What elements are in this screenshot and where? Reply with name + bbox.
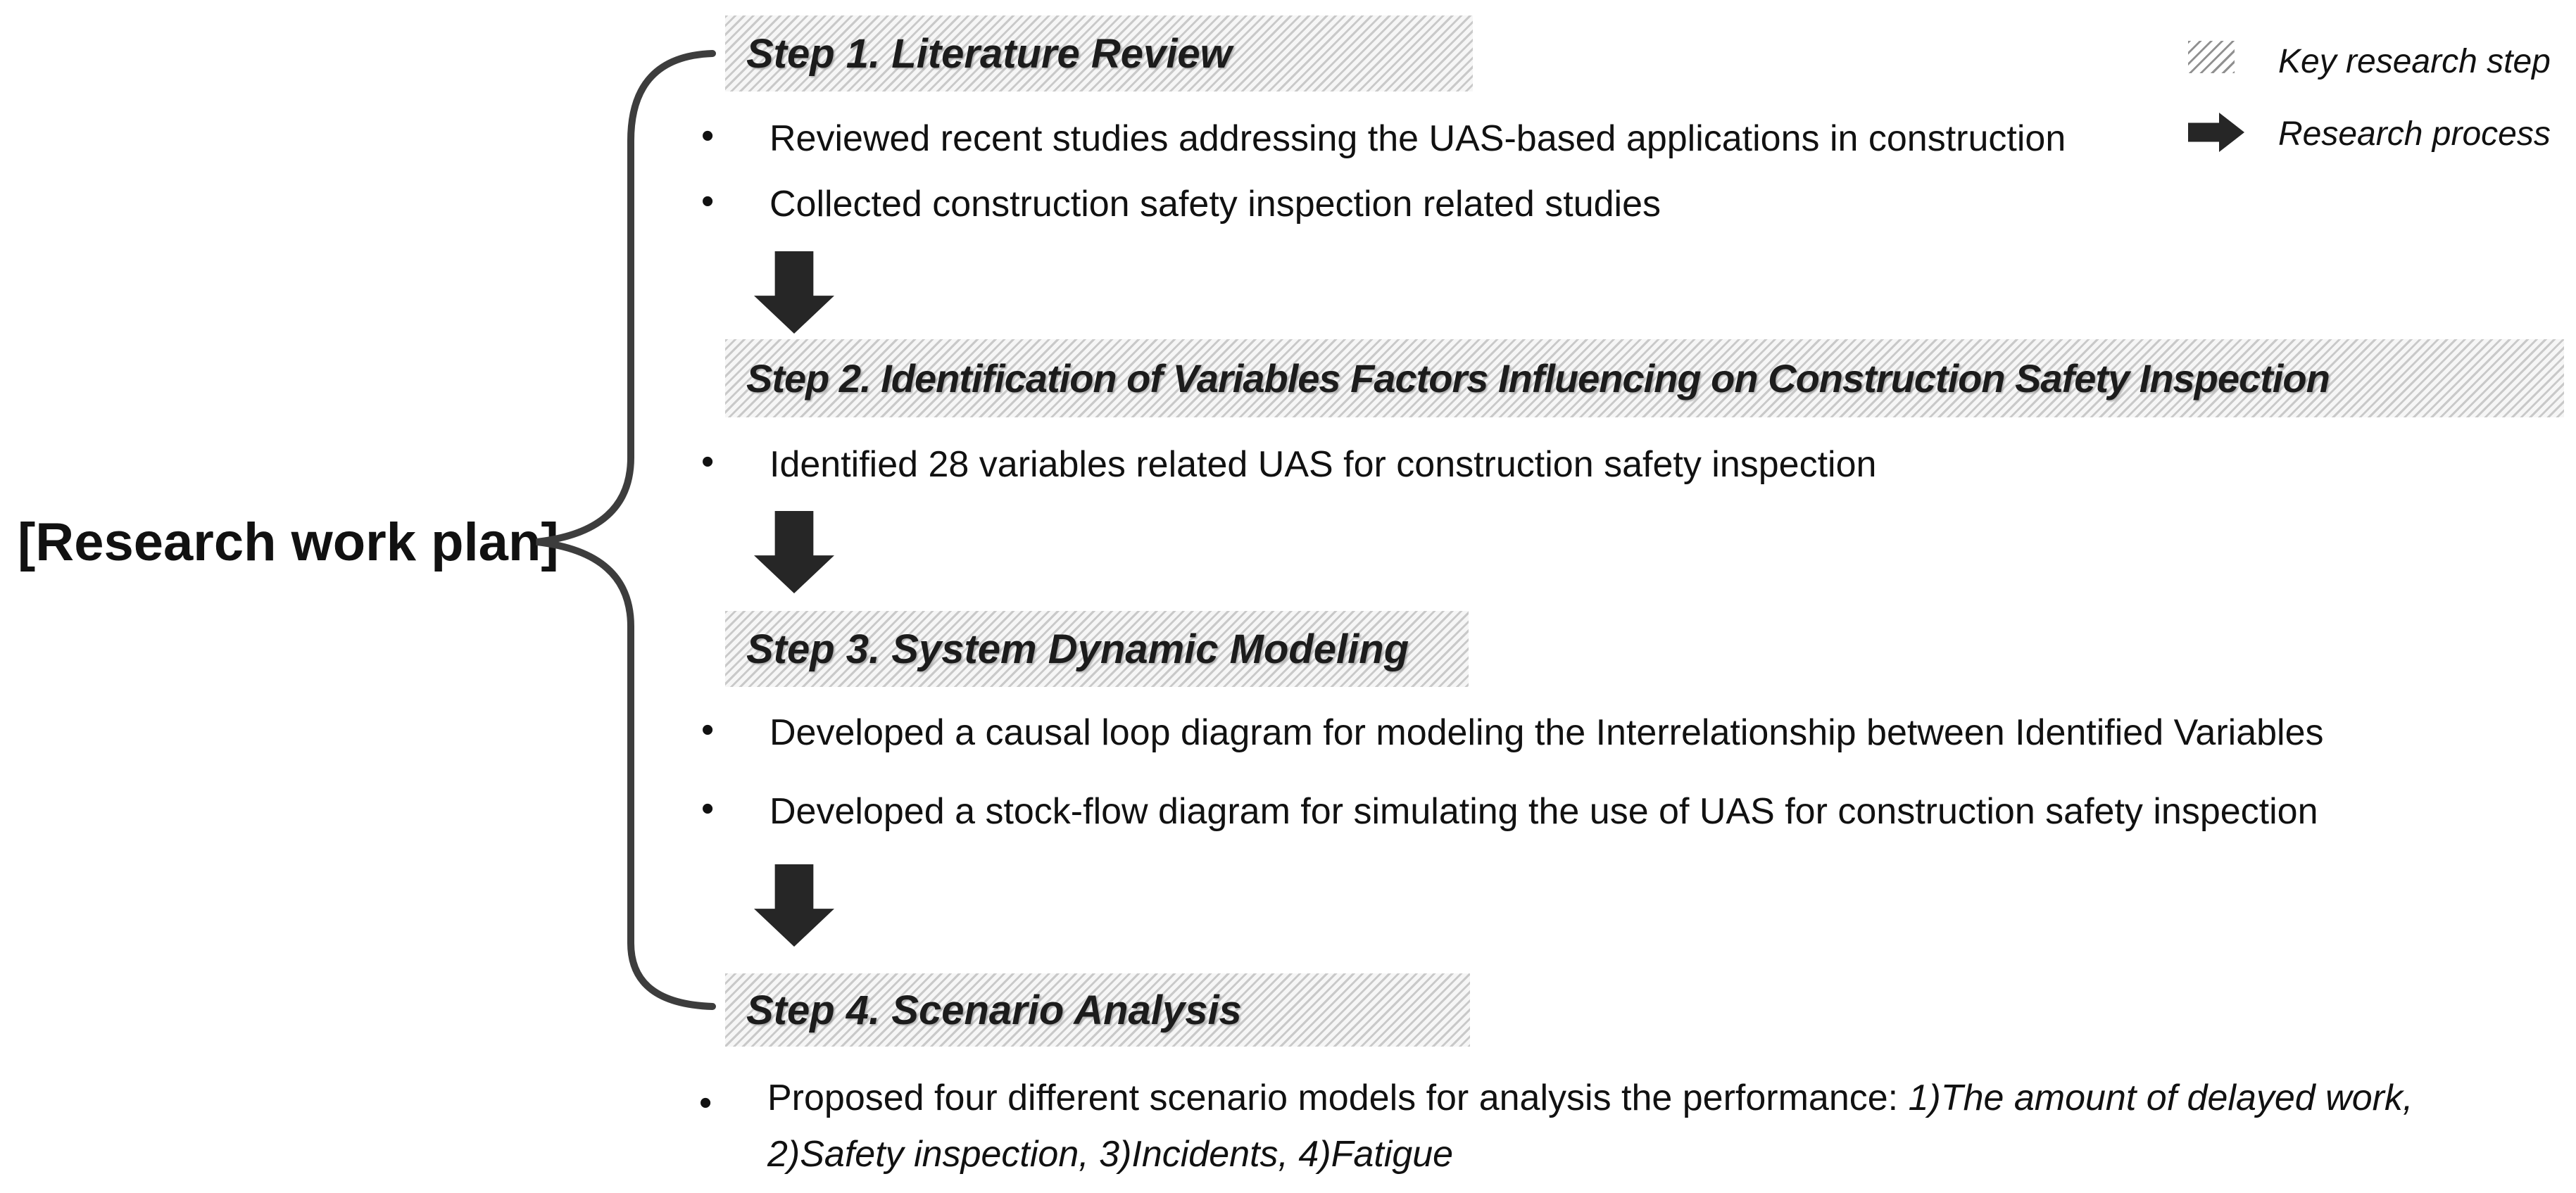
- down-arrow-icon: [754, 864, 834, 947]
- bullet-icon: •: [701, 788, 715, 829]
- step1-bullet-1-text: Reviewed recent studies addressing the U…: [769, 118, 2066, 159]
- step2-header: Step 2. Identification of Variables Fact…: [725, 339, 2564, 417]
- step3-bullet-2: • Developed a stock-flow diagram for sim…: [701, 788, 2318, 832]
- step4-bullet-regular: Proposed four different scenario models …: [767, 1078, 1909, 1118]
- bullet-icon: •: [701, 115, 715, 156]
- down-arrow-icon: [754, 251, 834, 334]
- step1-header: Step 1. Literature Review: [725, 15, 1473, 91]
- step2-title: Step 2. Identification of Variables Fact…: [746, 356, 2330, 400]
- step2-bullet-1: • Identified 28 variables related UAS fo…: [701, 441, 1877, 485]
- step1-bullet-2-text: Collected construction safety inspection…: [769, 184, 1661, 225]
- step2-bullet-1-text: Identified 28 variables related UAS for …: [769, 444, 1877, 485]
- step4-title: Step 4. Scenario Analysis: [746, 987, 1242, 1033]
- legend-key-research-step: Key research step: [2278, 43, 2551, 80]
- step3-bullet-2-text: Developed a stock-flow diagram for simul…: [769, 791, 2318, 832]
- step3-bullet-1: • Developed a causal loop diagram for mo…: [701, 709, 2324, 753]
- step3-title: Step 3. System Dynamic Modeling: [746, 626, 1409, 672]
- step4-bullet-1: • Proposed four different scenario model…: [699, 1070, 2506, 1182]
- step1-bullet-1: • Reviewed recent studies addressing the…: [701, 115, 2066, 159]
- right-arrow-icon: [2188, 113, 2244, 152]
- step1-bullet-2: • Collected construction safety inspecti…: [701, 181, 1661, 225]
- step4-bullet-1-text: Proposed four different scenario models …: [767, 1070, 2506, 1182]
- step4-header: Step 4. Scenario Analysis: [725, 973, 1470, 1047]
- bullet-icon: •: [701, 709, 715, 750]
- step1-title: Step 1. Literature Review: [746, 30, 1232, 77]
- bullet-icon: •: [699, 1082, 712, 1123]
- bullet-icon: •: [701, 441, 715, 482]
- key-research-step-hatch-icon: [2188, 41, 2235, 73]
- down-arrow-icon: [754, 511, 834, 593]
- step3-header: Step 3. System Dynamic Modeling: [725, 611, 1469, 687]
- step4-bullet-italic: 1)The amount of delayed work, 2)Safety i…: [767, 1078, 2413, 1175]
- step3-bullet-1-text: Developed a causal loop diagram for mode…: [769, 712, 2324, 753]
- bullet-icon: •: [701, 181, 715, 222]
- legend-research-process: Research process: [2278, 115, 2551, 153]
- research-work-plan-label: [Research work plan]: [18, 512, 559, 572]
